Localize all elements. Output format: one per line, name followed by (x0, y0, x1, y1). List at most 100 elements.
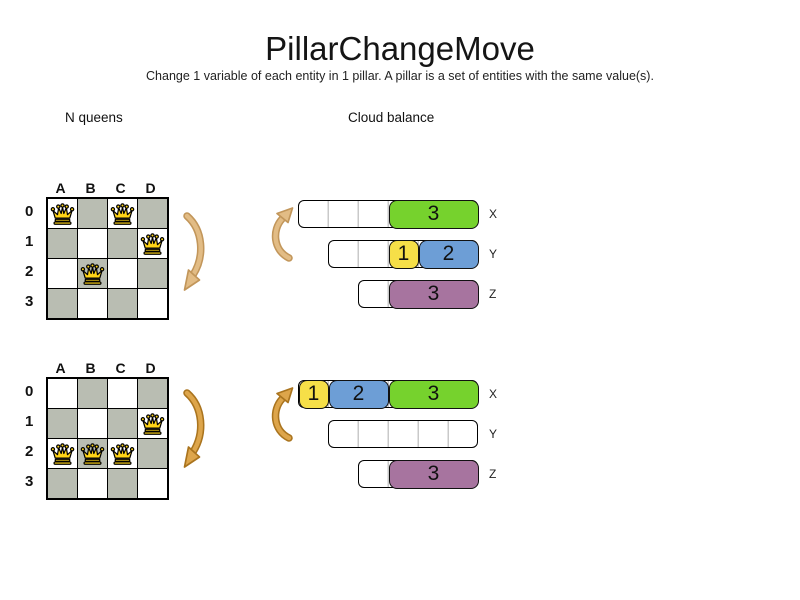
row-label: 0 (25, 203, 34, 220)
bar-segments: 3 (358, 279, 479, 309)
board-cell (48, 439, 77, 468)
board-cell (138, 439, 167, 468)
computer-capacity-bar: 3 (358, 279, 479, 309)
computer-capacity-bar: 3 (298, 199, 479, 229)
queen-icon (80, 263, 105, 285)
col-header: D (145, 360, 157, 376)
board-cell (78, 469, 107, 498)
board-col-headers: A B C D (46, 181, 169, 197)
board-cell (108, 409, 137, 438)
queen-icon (50, 443, 75, 465)
process-segment: 3 (388, 459, 479, 489)
queen-icon (50, 203, 75, 225)
board-grid (46, 197, 169, 320)
queen-icon (140, 413, 165, 435)
process-segment: 1 (298, 379, 329, 409)
board-cell (78, 409, 107, 438)
board-cell (108, 439, 137, 468)
computer-label: X (489, 207, 498, 221)
board-cell (138, 379, 167, 408)
bar-move-arrow-up-icon (264, 204, 300, 269)
board-cell (138, 469, 167, 498)
board-cell (108, 199, 137, 228)
board-cell (48, 259, 77, 288)
board-cell (78, 229, 107, 258)
queen-icon (140, 233, 165, 255)
board-row-labels: 0 1 2 3 (25, 377, 46, 500)
bar-segments (328, 420, 479, 449)
board-cell (138, 289, 167, 318)
col-header: B (85, 360, 97, 376)
row-label: 1 (25, 233, 34, 250)
board-cell (78, 199, 107, 228)
row-label: 2 (25, 443, 34, 460)
process-segment: 2 (328, 379, 389, 409)
board-cell (108, 259, 137, 288)
queen-icon (110, 443, 135, 465)
page-title: PillarChangeMove (265, 30, 535, 67)
board-move-arrow-down-icon (172, 387, 212, 482)
row-label: 0 (25, 383, 34, 400)
board-row-labels: 0 1 2 3 (25, 197, 46, 320)
board-cell (48, 199, 77, 228)
board-cell (108, 229, 137, 258)
board-cell (48, 469, 77, 498)
row-label: 3 (25, 293, 34, 310)
board-cell (48, 379, 77, 408)
board-cell (78, 289, 107, 318)
col-header: D (145, 180, 157, 196)
computer-label: Y (489, 427, 498, 441)
board-cell (138, 199, 167, 228)
board-cell (108, 289, 137, 318)
queen-icon (80, 443, 105, 465)
bar-segments: 3 (358, 459, 479, 489)
col-header: B (85, 180, 97, 196)
process-segment: 2 (418, 239, 479, 269)
computer-label: Z (489, 467, 497, 481)
board-cell (48, 289, 77, 318)
computer-capacity-bar: 3 (358, 459, 479, 489)
board-cell (78, 379, 107, 408)
board-body: 0 1 2 3 (25, 377, 169, 500)
nqueens-section-label: N queens (65, 110, 123, 125)
row-label: 1 (25, 413, 34, 430)
board-body: 0 1 2 3 (25, 197, 169, 320)
board-col-headers: A B C D (46, 361, 169, 377)
col-header: A (55, 360, 67, 376)
board-cell (138, 229, 167, 258)
board-cell (48, 409, 77, 438)
chessboard-before: A B C D 0 1 2 3 (25, 181, 169, 320)
col-header: A (55, 180, 67, 196)
computer-label: X (489, 387, 498, 401)
cloudbalance-section-label: Cloud balance (348, 110, 435, 125)
row-label: 2 (25, 263, 34, 280)
process-segment: 3 (388, 199, 479, 229)
process-segment: 3 (388, 279, 479, 309)
process-segment: 1 (388, 239, 419, 269)
board-cell (108, 379, 137, 408)
bar-move-arrow-up-icon (264, 384, 300, 449)
board-cell (48, 229, 77, 258)
page-subtitle: Change 1 variable of each entity in 1 pi… (146, 69, 654, 83)
computer-capacity-bar (328, 420, 478, 448)
computer-label: Z (489, 287, 497, 301)
board-cell (78, 439, 107, 468)
col-header: C (115, 180, 127, 196)
board-move-arrow-down-icon (172, 210, 212, 305)
board-cell (78, 259, 107, 288)
board-cell (138, 259, 167, 288)
board-cell (108, 469, 137, 498)
process-segment: 3 (388, 379, 479, 409)
col-header: C (115, 360, 127, 376)
board-grid (46, 377, 169, 500)
queen-icon (110, 203, 135, 225)
bar-segments: 3 (298, 199, 479, 229)
row-label: 3 (25, 473, 34, 490)
